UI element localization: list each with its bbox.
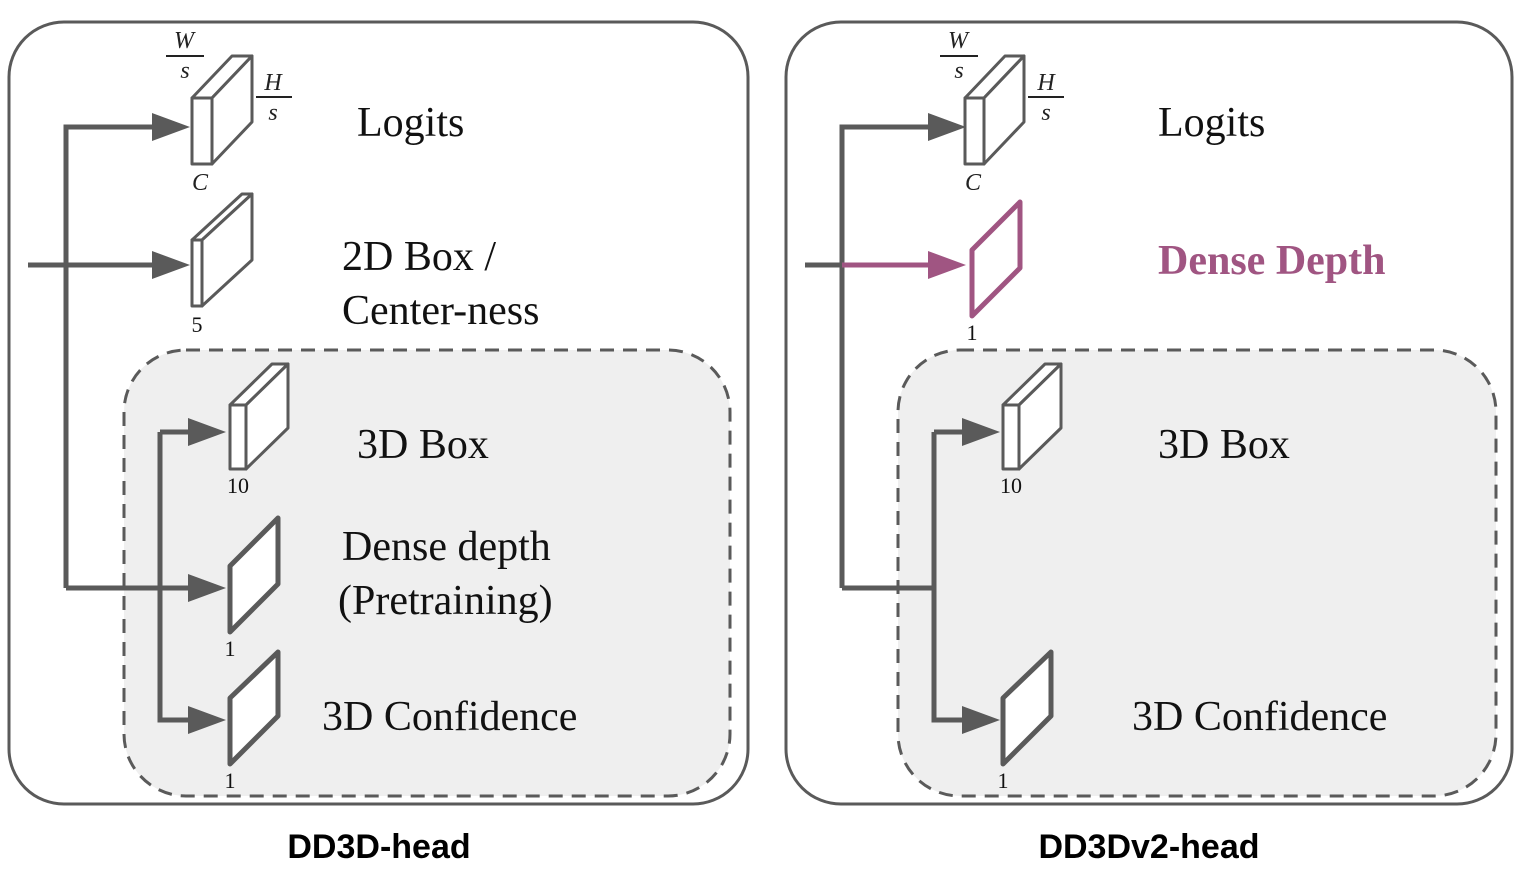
dd3d-depth-channel: 1	[225, 636, 236, 661]
arrowhead	[962, 706, 1000, 734]
dd3d-depth-tensor-icon	[227, 515, 281, 635]
dd3dv2-conf-label: 3D Confidence	[1132, 694, 1387, 740]
dd3dv2-logits-dim-s2: s	[1041, 100, 1050, 126]
dd3d-box3d-channel: 10	[227, 473, 249, 498]
arrowhead	[928, 113, 966, 141]
dd3d-head-caption: DD3D-head	[287, 828, 470, 866]
dd3d-box2d-channel: 5	[192, 312, 203, 337]
dd3dv2-conf-tensor-icon	[1000, 649, 1054, 767]
dd3d-logits-dim-h: H	[263, 70, 283, 96]
dd3d-box2d-label-line2: Center-ness	[342, 288, 539, 334]
dd3d-head-connectors	[28, 124, 200, 723]
dd3d-conf-channel: 1	[225, 768, 236, 793]
dd3dv2-box3d-tensor-icon	[1001, 362, 1063, 471]
arrowhead	[188, 706, 226, 734]
dd3dv2-box3d-label: 3D Box	[1158, 422, 1290, 468]
arrowhead	[152, 113, 190, 141]
arrowhead	[152, 251, 190, 279]
dd3dv2-logits-tensor-icon	[963, 54, 1026, 166]
dd3d-head-panel: W s H s C Logits 5 2D Box / Center-ness …	[7, 20, 750, 866]
dd3dv2-depth-tensor-icon	[969, 199, 1023, 319]
dd3dv2-head-connectors	[805, 124, 975, 723]
dd3d-box3d-label: 3D Box	[357, 422, 489, 468]
dd3d-logits-dim-s2: s	[268, 100, 277, 126]
dd3dv2-conf-channel: 1	[998, 768, 1009, 793]
dd3d-box2d-tensor-icon	[190, 192, 254, 308]
dd3d-logits-label: Logits	[357, 100, 464, 146]
dd3d-logits-tensor-icon	[190, 54, 254, 166]
dd3dv2-logits-channel: C	[965, 170, 982, 196]
dd3dv2-head-caption: DD3Dv2-head	[1038, 828, 1259, 866]
dd3d-logits-channel: C	[192, 170, 209, 196]
dd3dv2-box3d-channel: 10	[1000, 473, 1022, 498]
dd3d-conf-tensor-icon	[227, 649, 281, 767]
dd3dv2-depth-channel: 1	[967, 320, 978, 345]
dd3d-depth-label-line2: (Pretraining)	[338, 578, 553, 624]
arrowhead	[962, 418, 1000, 446]
dd3d-box2d-label-line1: 2D Box /	[342, 234, 496, 280]
arrowhead	[188, 418, 226, 446]
dd3dv2-depth-arrowhead	[928, 251, 966, 279]
arrowhead	[188, 574, 226, 602]
dd3d-box3d-tensor-icon	[228, 362, 290, 471]
dd3dv2-logits-dim-w: W	[948, 28, 970, 54]
dd3d-logits-dim-w: W	[174, 28, 196, 54]
dd3d-depth-label-line1: Dense depth	[342, 524, 551, 570]
dd3dv2-logits-dim-h: H	[1036, 70, 1056, 96]
dd3dv2-depth-label: Dense Depth	[1158, 238, 1386, 284]
dd3d-logits-dim-s1: s	[180, 58, 189, 84]
dd3dv2-logits-label: Logits	[1158, 100, 1265, 146]
dd3d-conf-label: 3D Confidence	[322, 694, 577, 740]
dd3dv2-head-panel: W s H s C Logits 1 Dense Depth 10 3D Box…	[784, 20, 1514, 866]
dd3dv2-head-arrowheads	[928, 113, 1000, 734]
dd3d-head-arrowheads	[152, 113, 226, 734]
dd3dv2-logits-dim-s1: s	[954, 58, 963, 84]
